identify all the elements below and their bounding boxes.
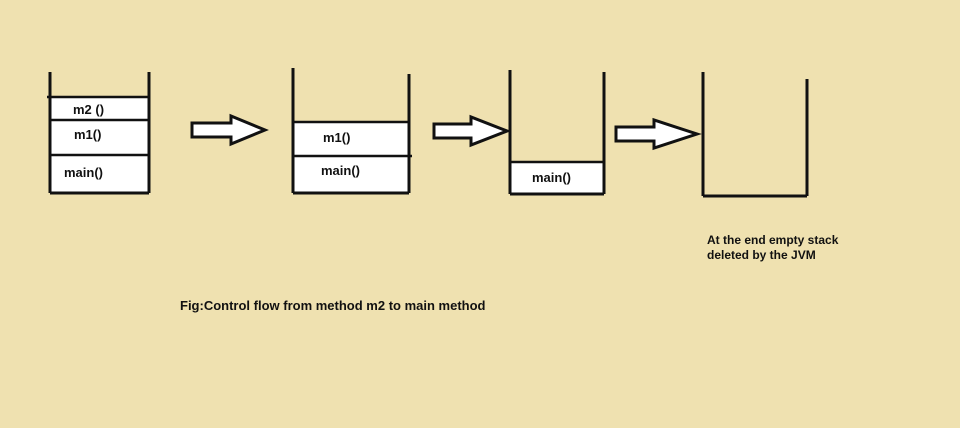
stack-frame-main — [293, 156, 409, 193]
stack-frame-main — [510, 162, 604, 194]
end-note-line-2: deleted by the JVM — [707, 248, 816, 262]
frame-label-m2: m2 () — [73, 102, 104, 117]
frame-label-m1: m1() — [74, 127, 101, 142]
stack-stage-4-empty — [701, 72, 809, 198]
end-note-line-1: At the end empty stack — [707, 233, 839, 247]
stack-frame-m2 — [50, 97, 149, 120]
frame-label-m1: m1() — [323, 130, 350, 145]
frame-label-main: main() — [321, 163, 360, 178]
arrow-right-icon — [190, 113, 269, 147]
stack-stage-3: main() — [508, 70, 606, 196]
stack-frame-main — [50, 155, 149, 193]
stack-frame-m1 — [50, 120, 149, 155]
figure-caption: Fig:Control flow from method m2 to main … — [180, 298, 486, 313]
frame-label-main: main() — [64, 165, 103, 180]
arrow-right-icon — [614, 117, 702, 151]
frame-label-main: main() — [532, 170, 571, 185]
stack-stage-2: m1() main() — [291, 68, 412, 195]
arrow-right-icon — [432, 114, 512, 148]
stack-stage-1: m2 () m1() main() — [47, 72, 151, 195]
stack-frame-m1 — [293, 122, 409, 156]
end-note: At the end empty stack deleted by the JV… — [707, 233, 838, 263]
